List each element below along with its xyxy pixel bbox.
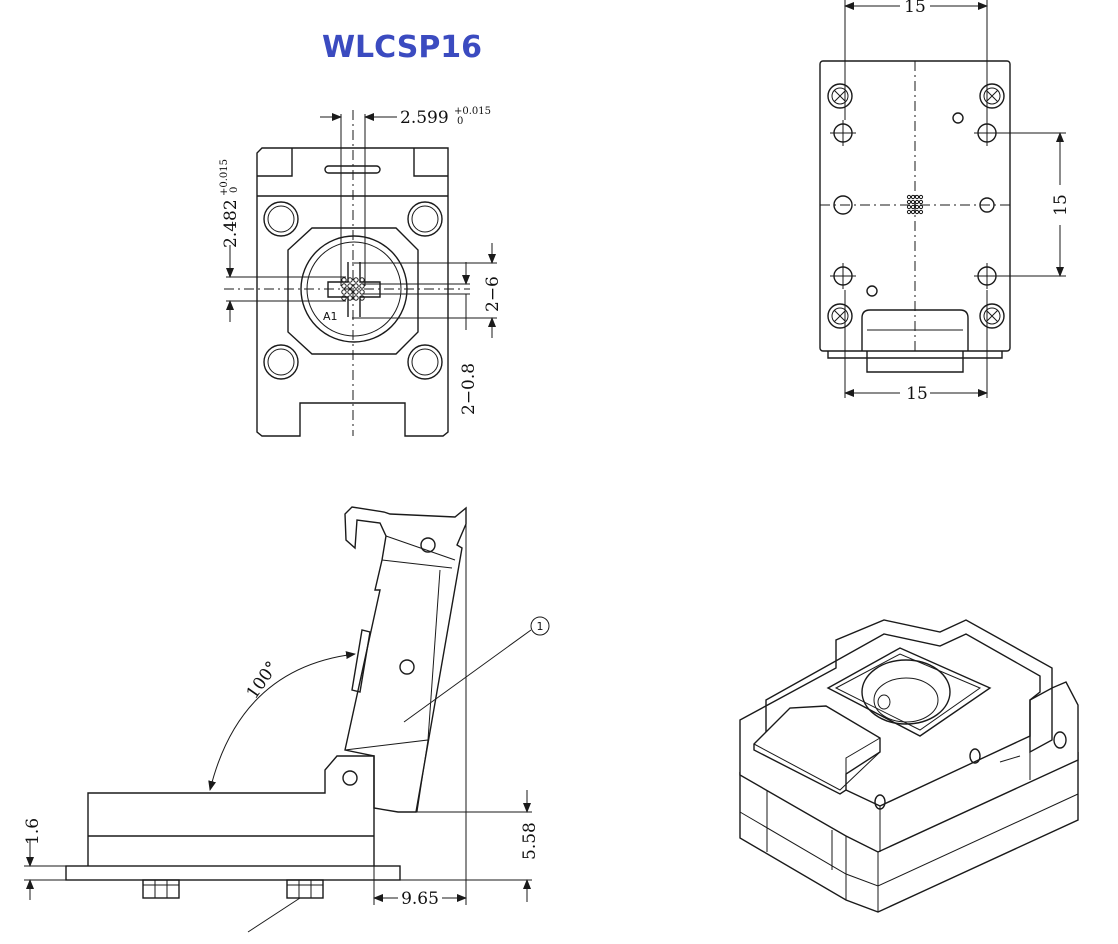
offset-dimension: 9.65 [401, 889, 439, 909]
width-dimension-top: 15 [904, 0, 926, 17]
top-view: A1 2.599 +0.015 0 2.482 +0.015 0 2−6 2 [219, 106, 503, 437]
pin-a1-label: A1 [323, 310, 338, 323]
bottom-view: 15 15 15 [819, 0, 1071, 404]
screw-icon [827, 303, 853, 329]
screw-icon [979, 303, 1005, 329]
width-dimension-bottom: 15 [906, 384, 928, 404]
side-view: 100° 1 1.6 5.58 9.65 [23, 506, 550, 933]
isometric-view [739, 619, 1079, 913]
hole-dimension: 2−0.8 [459, 363, 479, 415]
pin-array [906, 194, 924, 215]
height-dimension: 5.58 [520, 822, 540, 860]
pin-array [341, 277, 365, 301]
pitch-x-tol-plus: +0.015 [454, 106, 491, 117]
pitch-y-tol-plus: +0.015 [219, 159, 230, 196]
pitch-y-dimension: 2.482 [221, 199, 241, 248]
callout-1: 1 [537, 620, 544, 633]
drawing-title: WLCSP16 [322, 30, 482, 65]
screw-icon [979, 83, 1005, 109]
slot-dimension: 2−6 [483, 276, 503, 312]
pitch-x-dimension: 2.599 [400, 108, 449, 128]
pitch-x-tol-minus: 0 [457, 116, 463, 127]
screw-icon [827, 83, 853, 109]
base-thickness-dimension: 1.6 [23, 818, 43, 845]
angle-dimension: 100° [243, 658, 283, 703]
nut-icon [142, 879, 180, 899]
nut-icon [286, 879, 324, 899]
height-dimension-right: 15 [1051, 194, 1071, 216]
pitch-y-tol-minus: 0 [229, 187, 240, 193]
